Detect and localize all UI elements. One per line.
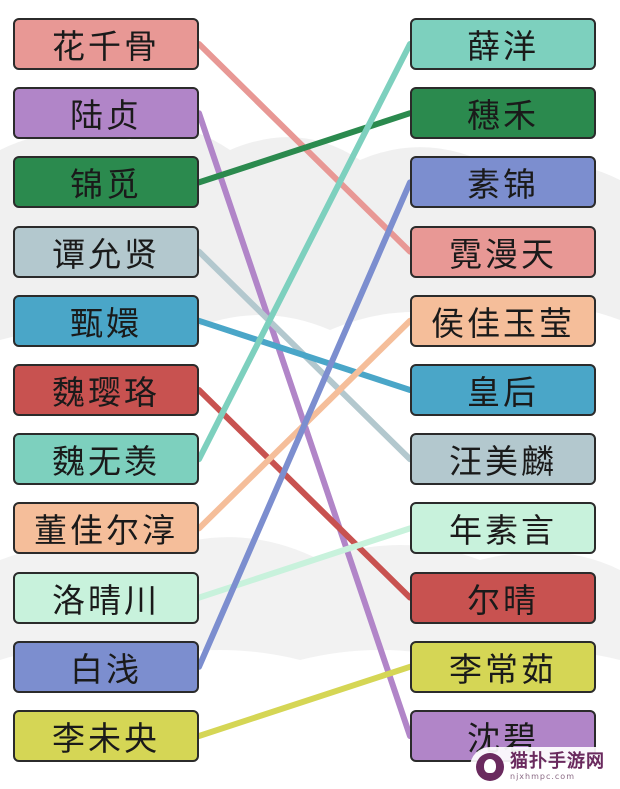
- right-card-3[interactable]: 素锦: [410, 156, 596, 209]
- right-card-9[interactable]: 尔晴: [410, 571, 596, 624]
- cat-logo-icon: [476, 753, 504, 781]
- connection-line-10: [196, 179, 413, 670]
- left-card-7[interactable]: 魏无羡: [13, 433, 199, 486]
- watermark-subtitle: njxhmpc.com: [510, 772, 575, 781]
- left-card-label: 陆贞: [70, 96, 142, 136]
- right-card-label: 李常茹: [449, 649, 557, 689]
- left-card-label: 花千骨: [52, 27, 160, 66]
- left-card-4[interactable]: 谭允贤: [13, 225, 199, 278]
- left-card-10[interactable]: 白浅: [13, 640, 199, 693]
- left-card-label: 白浅: [70, 649, 142, 689]
- left-card-label: 谭允贤: [52, 234, 160, 274]
- connection-line-3: [196, 110, 413, 186]
- left-card-3[interactable]: 锦觅: [13, 156, 199, 209]
- site-watermark: 猫扑手游网 njxhmpc.com: [470, 747, 616, 787]
- left-card-label: 魏无羡: [52, 442, 160, 482]
- left-card-1[interactable]: 花千骨: [13, 18, 199, 70]
- left-card-5[interactable]: 甄嬛: [13, 294, 199, 347]
- right-card-8[interactable]: 年素言: [410, 502, 596, 555]
- right-card-label: 穗禾: [467, 96, 539, 136]
- left-card-6[interactable]: 魏璎珞: [13, 364, 199, 416]
- left-card-2[interactable]: 陆贞: [13, 87, 199, 140]
- right-card-label: 薛洋: [467, 27, 539, 66]
- connection-line-5: [196, 317, 413, 393]
- left-card-8[interactable]: 董佳尔淳: [13, 502, 199, 555]
- watermark-title: 猫扑手游网: [510, 751, 605, 772]
- connection-line-7: [196, 41, 413, 463]
- left-card-11[interactable]: 李未央: [13, 710, 199, 762]
- connection-line-11: [196, 663, 413, 739]
- right-card-5[interactable]: 侯佳玉莹: [410, 294, 596, 347]
- left-card-9[interactable]: 洛晴川: [13, 571, 199, 624]
- left-card-label: 洛晴川: [52, 580, 160, 620]
- right-card-label: 素锦: [467, 165, 539, 205]
- right-card-2[interactable]: 穗禾: [410, 87, 596, 140]
- right-card-label: 年素言: [449, 511, 557, 551]
- right-card-1[interactable]: 薛洋: [410, 18, 596, 70]
- left-card-label: 魏璎珞: [52, 373, 160, 412]
- right-card-label: 皇后: [467, 373, 539, 412]
- left-card-label: 李未央: [52, 719, 160, 758]
- right-card-6[interactable]: 皇后: [410, 364, 596, 416]
- connection-line-6: [196, 387, 413, 601]
- left-card-label: 甄嬛: [70, 303, 142, 343]
- right-card-label: 侯佳玉莹: [431, 303, 575, 343]
- right-card-label: 霓漫天: [449, 234, 557, 274]
- right-card-label: 汪美麟: [449, 442, 557, 482]
- right-card-7[interactable]: 汪美麟: [410, 433, 596, 486]
- left-card-label: 锦觅: [70, 165, 142, 205]
- right-card-label: 尔晴: [467, 580, 539, 620]
- right-card-4[interactable]: 霓漫天: [410, 225, 596, 278]
- right-card-10[interactable]: 李常茹: [410, 640, 596, 693]
- left-card-label: 董佳尔淳: [34, 511, 178, 551]
